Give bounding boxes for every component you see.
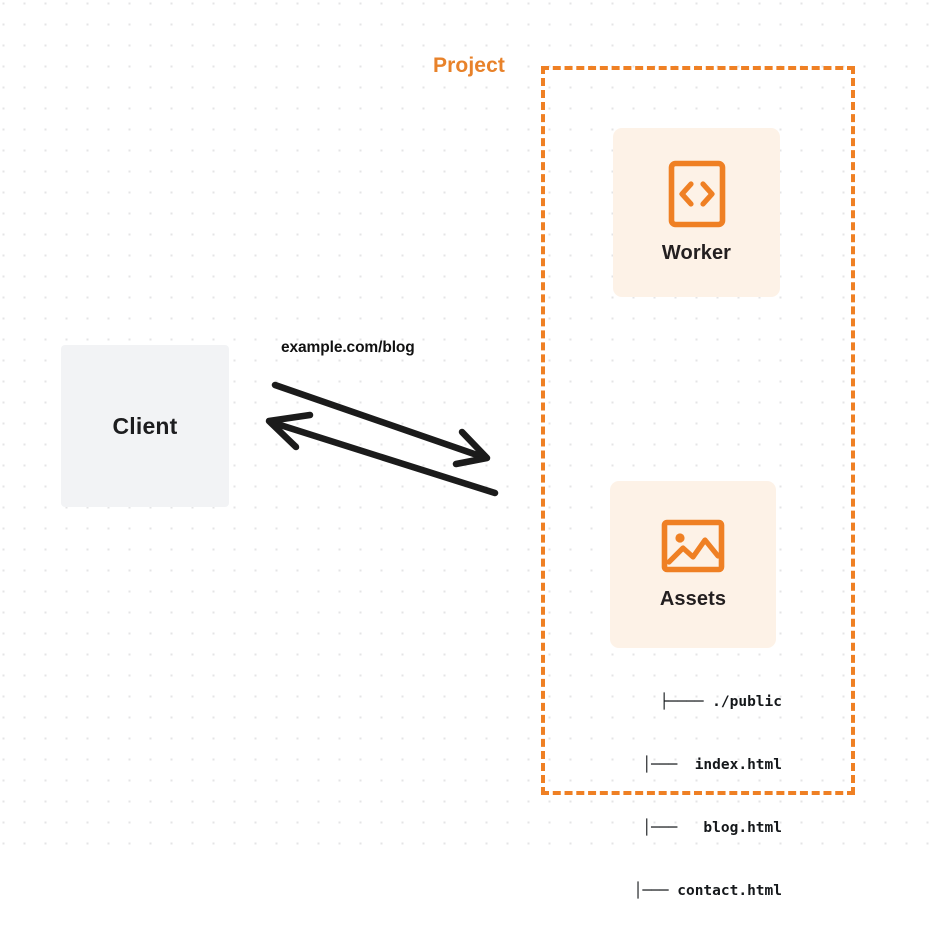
response-arrow [265, 411, 499, 497]
file-tree-line: │─── contact.html [633, 883, 782, 899]
worker-node-label: Worker [661, 242, 732, 264]
client-node[interactable]: Client [61, 345, 229, 507]
assets-node-label: Assets [659, 588, 727, 610]
worker-node[interactable]: Worker [613, 128, 780, 297]
file-tree-line: │─── blog.html [642, 820, 782, 836]
project-boundary-title: Project [426, 54, 512, 78]
client-node-label: Client [112, 412, 178, 439]
request-arrow [271, 381, 491, 468]
file-tree-line: │─── index.html [642, 757, 782, 773]
assets-node[interactable]: Assets [610, 481, 776, 648]
assets-file-tree: ├──── ./public │─── index.html │─── blog… [566, 650, 782, 944]
code-brackets-icon [668, 160, 725, 228]
diagram-canvas: Client example.com/blog Project Worker [0, 0, 938, 899]
edge-label-request-url: example.com/blog [281, 339, 415, 356]
image-icon [661, 519, 725, 573]
project-boundary [541, 66, 855, 795]
file-tree-line: ├──── ./public [659, 694, 782, 710]
